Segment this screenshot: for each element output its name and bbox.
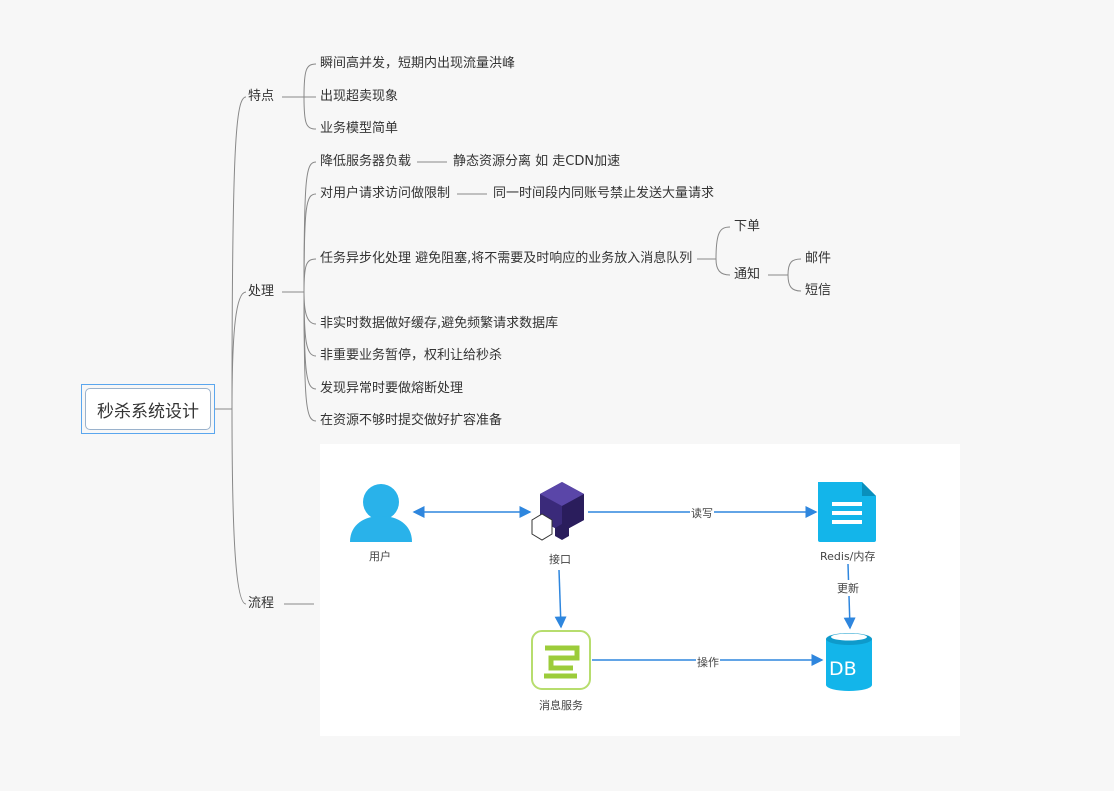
api-node-label: 接口 bbox=[549, 553, 571, 566]
edge-label-update: 更新 bbox=[836, 580, 860, 596]
notify-child-email[interactable]: 邮件 bbox=[805, 251, 832, 266]
message-service-icon bbox=[531, 630, 591, 690]
edge-api-mq bbox=[554, 569, 567, 629]
mq-node-label: 消息服务 bbox=[539, 699, 583, 712]
flow-diagram: DB 用户 接口 Redis/内存 消息服务 读写 更新 操作 bbox=[320, 444, 960, 736]
handling-item[interactable]: 非重要业务暂停，权利让给秒杀 bbox=[320, 348, 503, 363]
edge-label-operate: 操作 bbox=[696, 654, 720, 670]
feature-item[interactable]: 出现超卖现象 bbox=[320, 89, 399, 104]
handling-item[interactable]: 对用户请求访问做限制 bbox=[320, 186, 451, 201]
async-child-notify[interactable]: 通知 bbox=[734, 267, 761, 282]
branch-features[interactable]: 特点 bbox=[248, 89, 275, 104]
branch-flow[interactable]: 流程 bbox=[248, 596, 275, 611]
handling-detail[interactable]: 同一时间段内同账号禁止发送大量请求 bbox=[493, 186, 715, 201]
branch-handling[interactable]: 处理 bbox=[248, 284, 275, 299]
user-icon bbox=[350, 484, 412, 542]
async-child-order[interactable]: 下单 bbox=[734, 219, 761, 234]
feature-item[interactable]: 业务模型简单 bbox=[320, 121, 399, 136]
user-node-label: 用户 bbox=[369, 550, 391, 563]
edge-label-read-write: 读写 bbox=[690, 505, 714, 521]
handling-item[interactable]: 发现异常时要做熔断处理 bbox=[320, 381, 464, 396]
flow-diagram-graphics bbox=[350, 482, 876, 691]
handling-detail[interactable]: 静态资源分离 如 走CDN加速 bbox=[453, 154, 621, 169]
root-label: 秒杀系统设计 bbox=[85, 388, 211, 430]
cache-node-label: Redis/内存 bbox=[820, 550, 876, 563]
root-node[interactable]: 秒杀系统设计 bbox=[81, 384, 215, 434]
cube-icon bbox=[531, 482, 584, 541]
handling-item[interactable]: 在资源不够时提交做好扩容准备 bbox=[320, 413, 503, 428]
notify-child-sms[interactable]: 短信 bbox=[805, 283, 832, 298]
document-icon bbox=[818, 482, 876, 542]
handling-item[interactable]: 任务异步化处理 避免阻塞,将不需要及时响应的业务放入消息队列 bbox=[320, 251, 693, 266]
database-icon bbox=[826, 633, 872, 691]
feature-item[interactable]: 瞬间高并发，短期内出现流量洪峰 bbox=[320, 56, 516, 71]
edge-cache-db bbox=[843, 563, 856, 630]
db-node-label: DB bbox=[829, 658, 857, 680]
handling-item[interactable]: 降低服务器负载 bbox=[320, 154, 412, 169]
handling-item[interactable]: 非实时数据做好缓存,避免频繁请求数据库 bbox=[320, 316, 559, 331]
